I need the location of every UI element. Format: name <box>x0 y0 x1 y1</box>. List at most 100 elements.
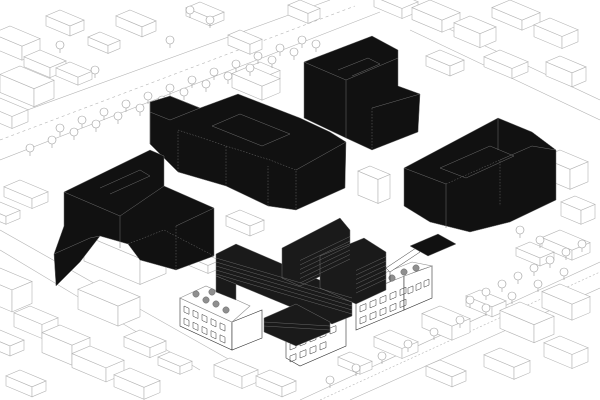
context-building <box>0 267 33 291</box>
tree <box>535 235 545 245</box>
tree <box>267 55 277 65</box>
north-courtyard-block <box>149 93 347 211</box>
floor-line <box>355 265 387 280</box>
tree <box>513 271 523 281</box>
tree <box>91 119 101 129</box>
floor-line <box>215 269 353 311</box>
floor-line <box>299 249 351 275</box>
floor-line <box>215 273 353 315</box>
tree <box>533 279 543 289</box>
tree <box>515 225 525 235</box>
roof-tree <box>202 296 210 304</box>
roof-tree <box>222 306 230 314</box>
tree <box>497 279 507 289</box>
walkway-canopy <box>409 233 457 257</box>
tree <box>47 135 57 145</box>
avenue-edge-upper <box>0 0 331 121</box>
window <box>210 318 217 328</box>
tree <box>90 65 100 75</box>
tree <box>165 35 175 45</box>
floor-line <box>299 258 351 284</box>
window <box>289 353 297 363</box>
roof-tree <box>212 300 220 308</box>
context-building <box>45 9 85 27</box>
tree <box>275 43 285 53</box>
tree <box>25 143 35 153</box>
tree <box>209 67 219 77</box>
roof-tree <box>412 264 420 272</box>
tree <box>507 291 517 301</box>
window <box>379 306 387 317</box>
tree <box>77 115 87 125</box>
window <box>219 322 226 332</box>
context-building <box>0 329 25 347</box>
tree <box>185 5 195 15</box>
context-building <box>71 345 125 369</box>
context-building <box>87 31 121 46</box>
window <box>423 278 430 288</box>
context-building <box>381 0 419 9</box>
tree <box>99 107 109 117</box>
window <box>359 303 367 313</box>
window <box>389 302 397 313</box>
floor-line <box>355 274 387 289</box>
context-building <box>213 357 259 377</box>
context-building <box>560 195 596 211</box>
window <box>407 285 414 295</box>
context-building <box>425 359 467 378</box>
floor-line <box>215 261 353 303</box>
floor-line <box>299 254 351 279</box>
tree <box>143 91 153 101</box>
context-building <box>357 165 391 180</box>
roof-tree <box>400 268 408 276</box>
west-wing-block <box>53 149 215 287</box>
floor-line <box>355 269 387 285</box>
window <box>201 314 208 324</box>
context-building <box>0 65 55 90</box>
tree <box>245 63 255 73</box>
tree <box>205 15 215 25</box>
context-building <box>225 209 265 227</box>
tree <box>311 39 321 49</box>
context-building <box>483 49 529 69</box>
tree <box>559 267 569 277</box>
avenue-edge-lower <box>0 11 381 161</box>
elevated-walkway <box>385 247 421 282</box>
tree <box>201 79 211 89</box>
floor-line <box>355 256 387 271</box>
context-building <box>0 97 29 117</box>
context-building <box>55 61 93 78</box>
roof-tree <box>388 274 396 282</box>
context-building <box>499 301 555 326</box>
tree <box>223 71 233 81</box>
floor-line <box>299 236 351 261</box>
tree <box>253 51 263 61</box>
roof-tree <box>208 288 216 296</box>
floor-lines <box>215 236 387 331</box>
tree <box>69 127 79 137</box>
context-building <box>287 0 321 14</box>
tree <box>113 111 123 121</box>
window <box>389 290 397 301</box>
tree <box>577 239 587 249</box>
window <box>183 317 190 327</box>
tree <box>351 363 361 373</box>
floor-line <box>355 278 387 294</box>
window <box>379 294 387 305</box>
street-trees <box>25 5 587 388</box>
context-building <box>115 9 157 28</box>
context-building <box>491 0 541 21</box>
tree <box>529 263 539 273</box>
tree <box>179 87 189 97</box>
floor-line <box>215 257 353 299</box>
context-building <box>123 329 167 348</box>
context-building <box>23 49 67 68</box>
tree <box>187 75 197 85</box>
massing-blocks <box>53 35 557 287</box>
tree <box>455 315 465 325</box>
window <box>399 286 407 296</box>
window <box>309 345 317 355</box>
floor-line <box>263 325 331 331</box>
central-detailed-project <box>179 217 457 367</box>
